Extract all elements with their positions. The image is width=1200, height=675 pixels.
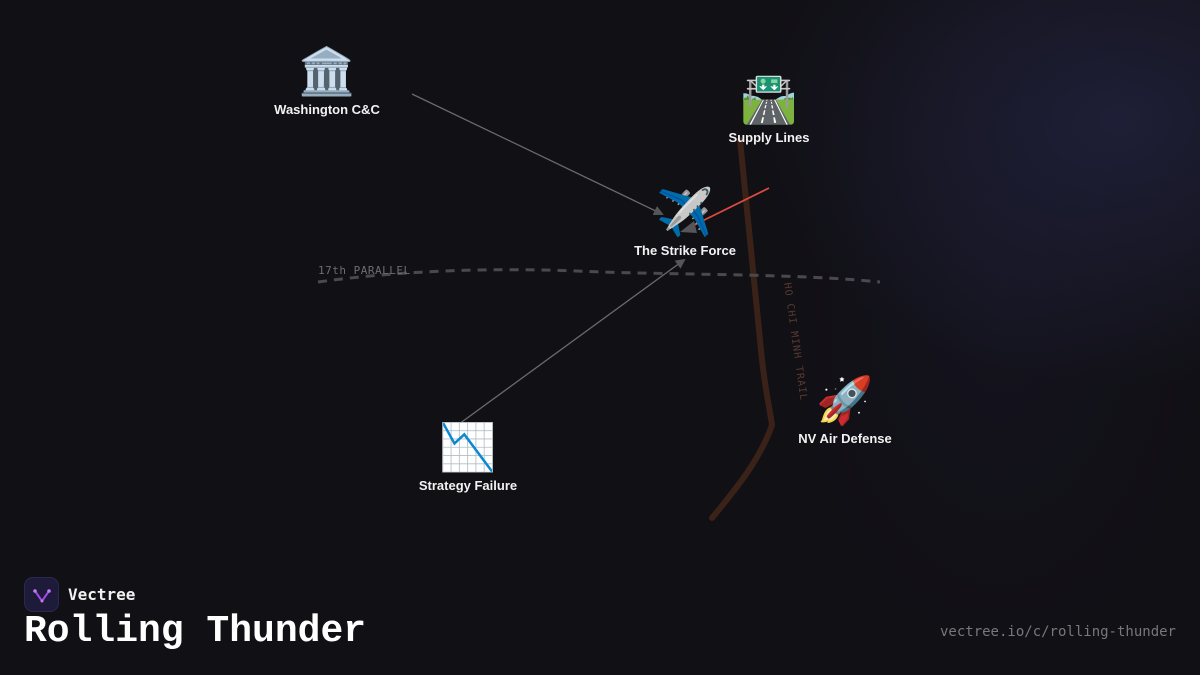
node-strike-force[interactable]: ✈️ The Strike Force <box>595 185 775 258</box>
node-supply-lines[interactable]: 🛣️ Supply Lines <box>679 72 859 145</box>
classical-building-icon: 🏛️ <box>298 44 356 98</box>
vectree-logo-icon <box>24 577 59 612</box>
airplane-icon: ✈️ <box>656 185 714 239</box>
node-label: Supply Lines <box>728 130 810 145</box>
edge-failure-to-strike <box>458 258 686 425</box>
motorway-icon: 🛣️ <box>740 72 798 126</box>
node-label: NV Air Defense <box>798 431 892 446</box>
node-label: Strategy Failure <box>418 478 518 493</box>
edge-washington-to-strike <box>411 93 664 216</box>
brand[interactable]: Vectree <box>24 577 135 612</box>
node-label: The Strike Force <box>634 243 736 258</box>
node-washington[interactable]: 🏛️ Washington C&C <box>237 44 417 117</box>
ho-chi-minh-trail <box>709 137 776 521</box>
node-nv-air-defense[interactable]: 🚀 NV Air Defense <box>755 373 935 446</box>
parallel-label: 17th PARALLEL <box>318 264 411 277</box>
page-title: Rolling Thunder <box>24 610 367 653</box>
seventeenth-parallel-line <box>317 268 881 284</box>
node-strategy-failure[interactable]: 📉 Strategy Failure <box>378 420 558 493</box>
brand-name: Vectree <box>68 585 136 604</box>
page-url[interactable]: vectree.io/c/rolling-thunder <box>939 624 1176 640</box>
node-label: Washington C&C <box>274 102 380 117</box>
rocket-icon: 🚀 <box>816 373 874 427</box>
edge-supply-to-strike <box>683 187 770 231</box>
edge-supply-to-strike-arrowhead <box>680 221 697 233</box>
chart-decreasing-icon: 📉 <box>439 420 497 474</box>
